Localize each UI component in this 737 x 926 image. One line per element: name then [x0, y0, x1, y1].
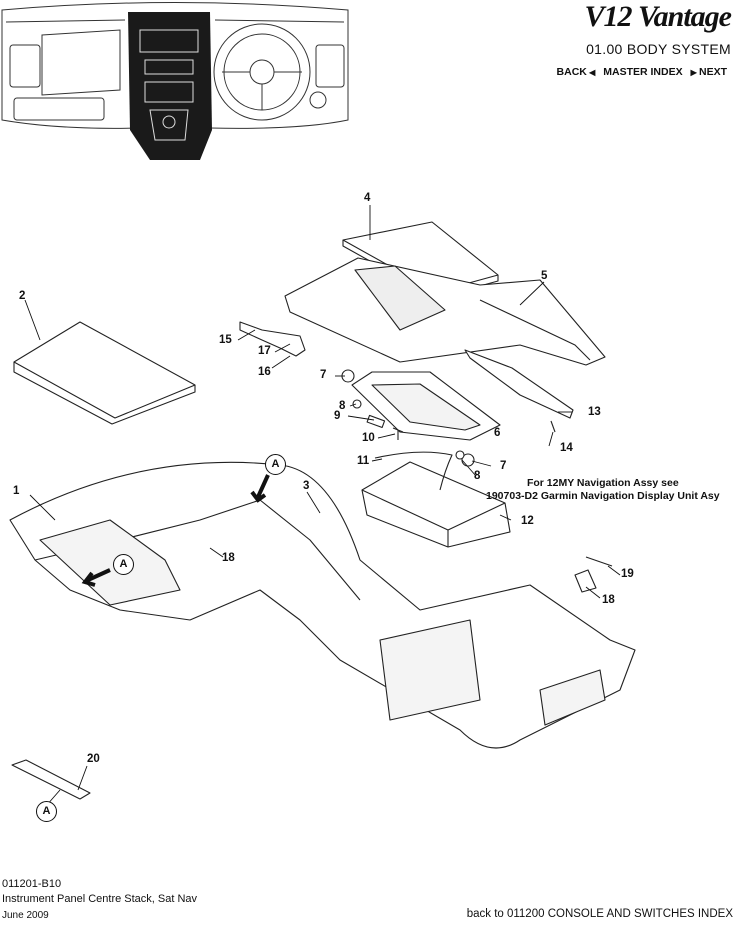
navigation-note: For 12MY Navigation Assy see 190703-D2 G…	[486, 477, 720, 503]
part-20-strip	[11, 759, 91, 800]
part-13-bracket	[464, 349, 574, 419]
section-title: 01.00 BODY SYSTEM	[586, 41, 731, 57]
callout-8b: 8	[474, 470, 481, 482]
callout-4: 4	[364, 192, 371, 204]
part-12-nav-unit	[361, 461, 511, 548]
callout-13: 13	[588, 406, 601, 418]
callout-9: 9	[334, 410, 341, 422]
next-link[interactable]: ▶ NEXT	[690, 66, 727, 78]
callout-16: 16	[258, 366, 271, 378]
part-15-bracket	[239, 321, 306, 357]
back-to-index-link[interactable]: back to 011200 CONSOLE AND SWITCHES INDE…	[466, 908, 733, 920]
callout-12: 12	[521, 515, 534, 527]
part-8-grommet-b	[455, 450, 465, 460]
part-19-pin	[585, 556, 613, 567]
brand-logo-text: V12 Vantage	[584, 0, 732, 33]
view-a-marker-1: A	[265, 454, 286, 475]
dashboard-locator-thumbnail	[1, 2, 349, 160]
part-5-upper-housing	[284, 257, 606, 366]
part-11-cable	[374, 451, 453, 491]
callout-5: 5	[541, 270, 548, 282]
part-9-clip	[366, 414, 386, 429]
callout-1: 1	[13, 485, 20, 497]
drawing-title: Instrument Panel Centre Stack, Sat Nav	[2, 893, 198, 905]
callout-18b: 18	[602, 594, 615, 606]
back-link[interactable]: BACK ◀	[556, 66, 596, 78]
master-index-link[interactable]: MASTER INDEX	[603, 66, 683, 78]
part-18-clip-b	[574, 569, 597, 593]
callout-18: 18	[222, 552, 235, 564]
callout-20: 20	[87, 753, 100, 765]
drawing-date: June 2009	[2, 910, 49, 921]
callout-7: 7	[320, 369, 327, 381]
callout-10: 10	[362, 432, 375, 444]
part-2-cover-panel	[13, 321, 196, 419]
note-line-1: For 12MY Navigation Assy see	[526, 477, 679, 489]
callout-6: 6	[494, 427, 501, 439]
part-1-centre-stack	[9, 461, 636, 749]
next-arrow-icon: ▶	[690, 68, 699, 77]
part-8-grommet	[352, 399, 362, 409]
navigation-bar: BACK ◀ MASTER INDEX ▶ NEXT	[553, 66, 731, 78]
part-10-screw	[392, 427, 404, 440]
view-a-marker-3: A	[36, 801, 57, 822]
back-arrow-icon: ◀	[586, 68, 596, 77]
part-14-screw	[550, 420, 556, 433]
callout-19: 19	[621, 568, 634, 580]
callout-14: 14	[560, 442, 573, 454]
callout-15: 15	[219, 334, 232, 346]
drawing-code: 011201-B10	[2, 878, 62, 890]
callout-8: 8	[339, 400, 346, 412]
callout-11: 11	[357, 455, 370, 467]
note-line-2: 190703-D2 Garmin Navigation Display Unit…	[486, 490, 720, 502]
callout-2: 2	[19, 290, 26, 302]
callout-17: 17	[258, 345, 271, 357]
callout-7b: 7	[500, 460, 507, 472]
callout-3: 3	[303, 480, 310, 492]
view-a-marker-2: A	[113, 554, 134, 575]
